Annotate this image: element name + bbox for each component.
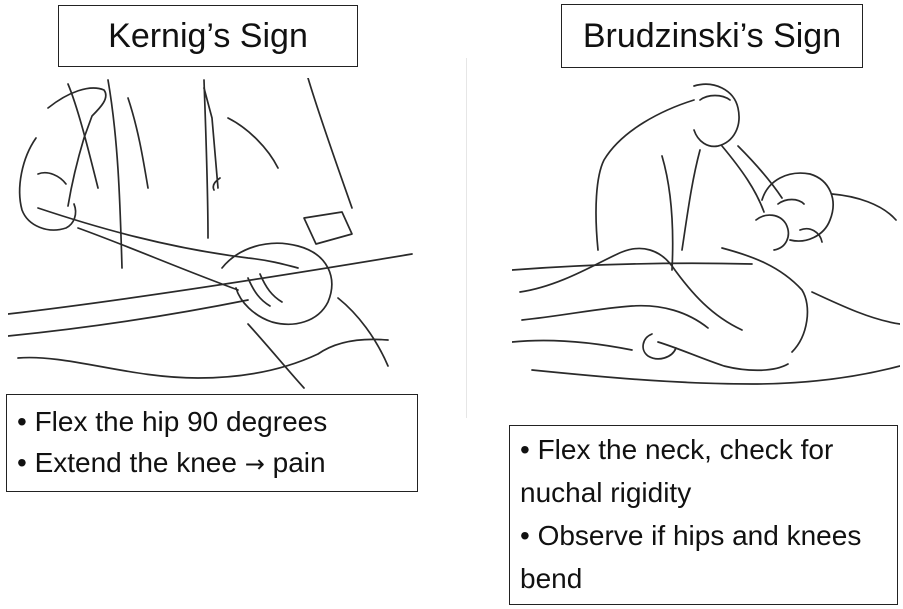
kernig-bullet-pain-text: pain <box>273 447 326 478</box>
patient-thigh <box>8 300 248 336</box>
sheet-lines <box>512 340 900 384</box>
examiner-right-hand <box>222 243 332 324</box>
patient-foot <box>48 88 106 206</box>
bed-edge <box>512 263 752 270</box>
pillow-outline <box>812 194 900 324</box>
patient-arm <box>658 342 788 370</box>
patient-leg-upper <box>38 208 298 268</box>
examiner-front <box>662 150 700 270</box>
examiner-coat-seam <box>128 98 278 188</box>
kernig-sign-title: Kernig’s Sign <box>58 5 358 67</box>
examiner-hands-on-head <box>756 215 822 250</box>
examiner-coat-left <box>68 84 98 188</box>
section-divider <box>466 58 467 418</box>
brudzinski-sign-title-text: Brudzinski’s Sign <box>583 19 841 53</box>
brudzinski-sign-title: Brudzinski’s Sign <box>561 4 863 68</box>
patient-head <box>762 173 833 241</box>
examiner-cuff <box>304 212 352 244</box>
patient-legs <box>520 248 742 330</box>
examiner-arm <box>722 146 782 212</box>
brudzinski-bullet-flex-neck: • Flex the neck, check for nuchal rigidi… <box>520 428 889 514</box>
kernig-bullet-extend-knee: • Extend the knee → pain <box>17 442 409 485</box>
sheet-folds <box>248 298 388 388</box>
kernig-bullet-flex-hip: • Flex the hip 90 degrees <box>17 401 409 442</box>
kernig-sign-illustration <box>8 78 416 390</box>
patient-lower-leg <box>522 306 708 328</box>
bed-line <box>8 254 412 314</box>
examiner-fingers <box>248 274 282 306</box>
patient-lower-body <box>18 339 388 378</box>
brudzinski-bullet-observe: • Observe if hips and knees bend <box>520 514 889 600</box>
examiner-left-hand <box>20 138 76 230</box>
examiner-back <box>596 100 694 250</box>
patient-leg-lower <box>78 228 238 290</box>
kernig-bullet-extend-knee-text: • Extend the knee <box>17 447 245 478</box>
kernig-instructions-box: • Flex the hip 90 degrees • Extend the k… <box>6 394 418 492</box>
kernig-sign-title-text: Kernig’s Sign <box>108 19 308 53</box>
right-arrow-icon: → <box>245 450 265 478</box>
brudzinski-instructions-box: • Flex the neck, check for nuchal rigidi… <box>509 425 898 605</box>
examiner-head <box>694 84 739 146</box>
brudzinski-sign-illustration <box>512 80 900 392</box>
